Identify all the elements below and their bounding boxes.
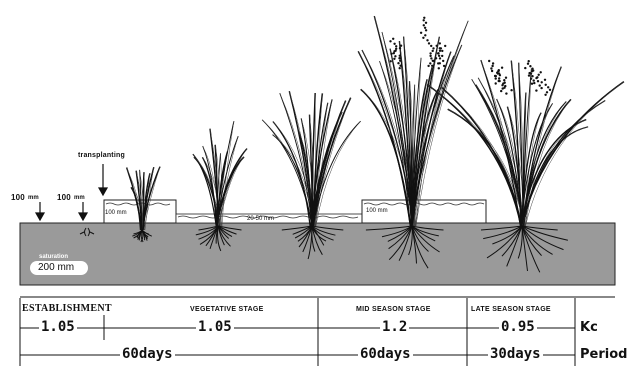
kc-row-label: Kc bbox=[580, 321, 598, 334]
stage-name-establishment: ESTABLISHMENT bbox=[22, 304, 112, 314]
kc-value-mid-season: 1.2 bbox=[380, 320, 409, 334]
arrow-water-1 bbox=[36, 202, 44, 220]
water-depth-1-value: 100 bbox=[11, 194, 25, 202]
kc-value-late-season: 0.95 bbox=[499, 320, 537, 334]
depth-label-b: 20-50 mm bbox=[247, 216, 274, 222]
saturation-label: saturation bbox=[39, 254, 68, 260]
depth-label-c: 100 mm bbox=[366, 208, 388, 214]
arrow-transplanting bbox=[99, 164, 107, 195]
arrow-water-2 bbox=[79, 202, 87, 220]
water-depth-1-unit: mm bbox=[28, 195, 39, 201]
stage-name-mid-season: MID SEASON STAGE bbox=[356, 306, 431, 313]
period-3: 30days bbox=[488, 347, 543, 361]
water-depth-2-value: 100 bbox=[57, 194, 71, 202]
stage-name-vegetative: VEGETATIVE STAGE bbox=[190, 306, 264, 313]
saturation-depth: 200 mm bbox=[38, 263, 74, 273]
water-depth-2-unit: mm bbox=[74, 195, 85, 201]
kc-value-vegetative: 1.05 bbox=[196, 320, 234, 334]
period-row-label: Period bbox=[580, 348, 627, 361]
period-1: 60days bbox=[120, 347, 175, 361]
kc-value-establishment: 1.05 bbox=[39, 320, 77, 334]
depth-label-a: 100 mm bbox=[105, 210, 127, 216]
period-2: 60days bbox=[358, 347, 413, 361]
transplanting-label: transplanting bbox=[78, 152, 125, 159]
stage-name-late-season: LATE SEASON STAGE bbox=[471, 306, 551, 313]
